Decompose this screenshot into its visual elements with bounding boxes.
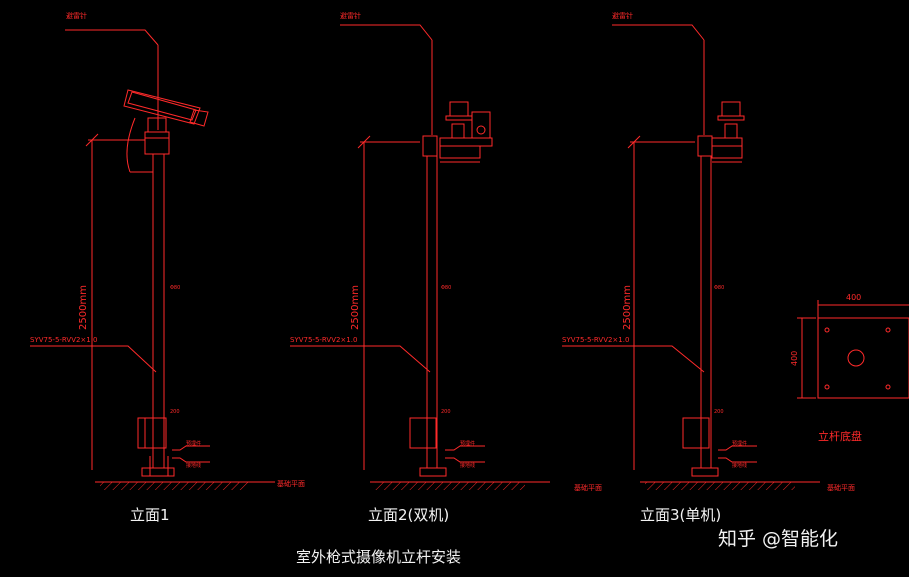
footing-label-2a: 预埋件 bbox=[460, 440, 475, 447]
base-plate-height-dim: 400 bbox=[790, 351, 799, 366]
main-title: 室外枪式摄像机立杆安装 bbox=[296, 548, 461, 566]
cable-spec-label-3: SYV75-5-RVV2×1.0 bbox=[562, 336, 629, 344]
footing-label-3a: 预埋件 bbox=[732, 440, 747, 447]
pipe-mark-2: Φ80 bbox=[441, 285, 451, 291]
ground-label-1: 基础平面 bbox=[277, 479, 305, 488]
elevation-2-caption: 立面2(双机) bbox=[368, 506, 449, 524]
dual-camera-icon bbox=[439, 101, 493, 163]
cable-spec-label-1: SYV75-5-RVV2×1.0 bbox=[30, 336, 97, 344]
single-camera-icon bbox=[711, 101, 745, 163]
height-dim-label-2: 2500mm bbox=[350, 285, 361, 330]
elevation-3 bbox=[562, 24, 820, 490]
footing-label-3b: 接地线 bbox=[732, 462, 747, 469]
footing-label-1b: 接地线 bbox=[186, 462, 201, 469]
base-plate bbox=[797, 300, 909, 399]
pipe-mark-3: Φ80 bbox=[714, 285, 724, 291]
lightning-rod-label-2: 避雷针 bbox=[340, 11, 361, 20]
cable-spec-label-2: SYV75-5-RVV2×1.0 bbox=[290, 336, 357, 344]
elevation-2 bbox=[290, 24, 550, 490]
pipe-mark-1: Φ80 bbox=[170, 285, 180, 291]
elevation-3-caption: 立面3(单机) bbox=[640, 506, 721, 524]
height-dim-label-3: 2500mm bbox=[622, 285, 633, 330]
small-mark-2: 200 bbox=[441, 409, 451, 415]
lightning-rod-label-1: 避雷针 bbox=[66, 11, 87, 20]
watermark: 知乎 @智能化 bbox=[718, 528, 838, 550]
base-plate-width-dim: 400 bbox=[846, 293, 861, 302]
base-plate-title: 立杆底盘 bbox=[818, 429, 862, 443]
ground-label-2: 基础平面 bbox=[574, 483, 602, 492]
elevation-1 bbox=[30, 29, 275, 490]
ground-label-3: 基础平面 bbox=[827, 483, 855, 492]
footing-label-1a: 预埋件 bbox=[186, 440, 201, 447]
elevation-1-caption: 立面1 bbox=[130, 506, 170, 524]
small-mark-1: 200 bbox=[170, 409, 180, 415]
small-mark-3: 200 bbox=[714, 409, 724, 415]
junction-box bbox=[137, 417, 167, 449]
gun-camera-icon bbox=[123, 89, 209, 173]
lightning-rod-label-3: 避雷针 bbox=[612, 11, 633, 20]
footing-label-2b: 接地线 bbox=[460, 462, 475, 469]
height-dim-label-1: 2500mm bbox=[78, 285, 89, 330]
lightning-rod-leader bbox=[65, 29, 159, 46]
